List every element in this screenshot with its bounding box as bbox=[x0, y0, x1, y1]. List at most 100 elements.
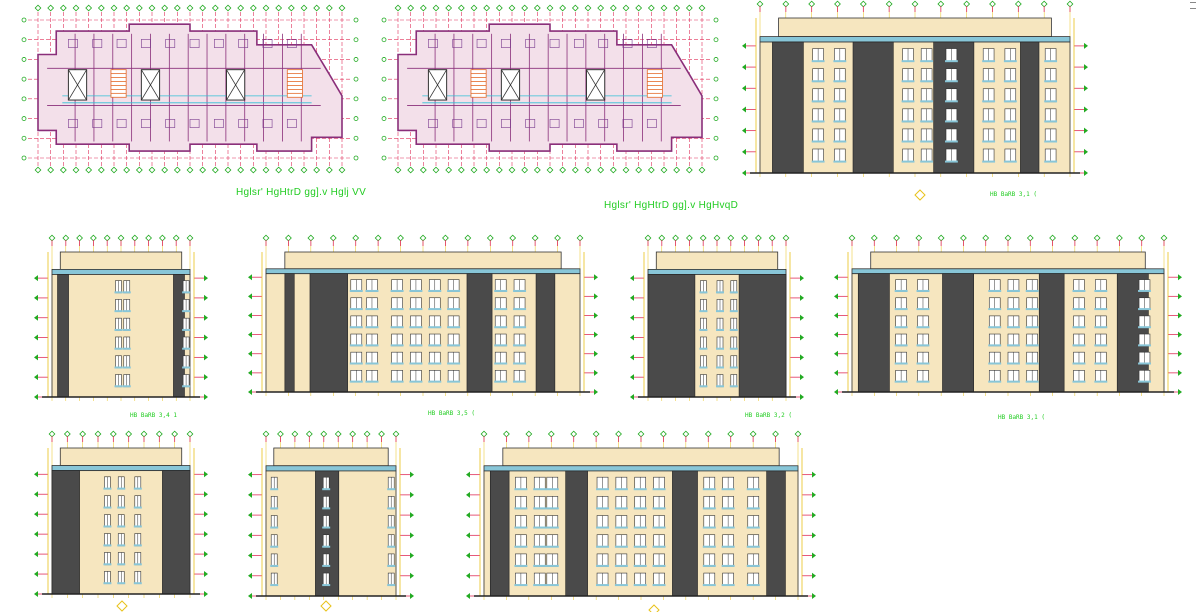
elevation-2-caption: HB BaRB 3,4 1 bbox=[130, 412, 177, 419]
balcony-rail bbox=[982, 160, 996, 163]
balcony-rail bbox=[894, 380, 908, 383]
level-marker bbox=[248, 552, 252, 559]
roof-slab bbox=[647, 268, 787, 275]
grid-bubble-marker bbox=[186, 166, 194, 174]
level-marker bbox=[834, 331, 838, 338]
grid-bubble-marker bbox=[159, 234, 166, 242]
balcony-rail bbox=[103, 544, 112, 547]
balcony-rail bbox=[1138, 362, 1151, 365]
grid-bubble-marker bbox=[211, 4, 219, 12]
grid-bubble-marker bbox=[794, 430, 802, 438]
grid-bubble-marker bbox=[749, 430, 757, 438]
lift-cross bbox=[428, 69, 447, 101]
grid-bubble-marker bbox=[713, 135, 719, 141]
grid-bubble-marker bbox=[989, 0, 996, 8]
grid-bubble-marker bbox=[704, 430, 712, 438]
balcony-rail bbox=[901, 140, 915, 143]
balcony-rail bbox=[1138, 289, 1151, 292]
balcony-rail bbox=[409, 362, 423, 365]
grid-bubble-marker bbox=[432, 4, 440, 12]
grid-bubble-marker bbox=[1138, 234, 1146, 242]
grid-bubble-marker bbox=[338, 166, 346, 174]
balcony-rail bbox=[596, 564, 610, 567]
balcony-rail bbox=[988, 362, 1002, 365]
window-settings-icon[interactable] bbox=[1186, 0, 1198, 14]
balcony-rail bbox=[716, 310, 724, 313]
grid-bubble-marker bbox=[592, 430, 600, 438]
balcony-rail bbox=[122, 291, 131, 294]
balcony-rail bbox=[1003, 100, 1017, 103]
grid-bubble-marker bbox=[531, 234, 539, 242]
level-marker bbox=[34, 511, 38, 518]
dark-cladding bbox=[766, 470, 786, 597]
grid-bubble-marker bbox=[277, 430, 284, 438]
balcony-rail bbox=[270, 526, 279, 529]
floor-plan-2 bbox=[381, 4, 719, 174]
balcony-rail bbox=[811, 140, 825, 143]
balcony-rail bbox=[447, 326, 461, 329]
balcony-rail bbox=[833, 80, 847, 83]
grid-bubble-marker bbox=[685, 166, 693, 174]
furniture bbox=[165, 119, 176, 128]
elevation-1 bbox=[742, 0, 1088, 177]
balcony-rail bbox=[1007, 326, 1020, 329]
balcony-rail bbox=[811, 160, 825, 163]
level-marker bbox=[800, 354, 804, 361]
balcony-rail bbox=[322, 507, 331, 510]
grid-bubble-marker bbox=[148, 166, 156, 174]
furniture bbox=[68, 119, 78, 128]
dark-cladding bbox=[672, 470, 698, 597]
level-marker bbox=[466, 491, 470, 498]
level-marker bbox=[34, 571, 38, 578]
grid-bubble-marker bbox=[509, 234, 517, 242]
balcony-rail bbox=[387, 526, 396, 529]
grid-bubble-marker bbox=[571, 166, 579, 174]
grid-bubble-marker bbox=[320, 430, 328, 438]
grid-bubble-marker bbox=[381, 76, 387, 82]
balcony-rail bbox=[945, 100, 958, 103]
grid-bubble-marker bbox=[394, 4, 402, 12]
balcony-rail bbox=[920, 120, 934, 123]
grid-bubble-marker bbox=[1040, 0, 1048, 8]
balcony-rail bbox=[721, 545, 735, 548]
balcony-rail bbox=[894, 326, 908, 329]
dark-cladding bbox=[1038, 273, 1065, 393]
balcony-rail bbox=[114, 310, 123, 313]
balcony-rail bbox=[428, 326, 442, 329]
grid-bubble-marker bbox=[325, 4, 333, 12]
grid-bubble-marker bbox=[353, 116, 359, 121]
grid-bubble-marker bbox=[48, 234, 56, 242]
level-marker bbox=[800, 394, 804, 400]
level-marker bbox=[34, 591, 38, 597]
balcony-rail bbox=[447, 289, 461, 292]
balcony-rail bbox=[182, 347, 191, 350]
balcony-rail bbox=[920, 60, 934, 63]
balcony-rail bbox=[514, 488, 528, 491]
level-marker bbox=[204, 551, 208, 558]
level-marker bbox=[800, 374, 804, 381]
north-arrow-icon bbox=[914, 189, 926, 201]
level-marker bbox=[742, 64, 746, 71]
balcony-rail bbox=[894, 362, 908, 365]
level-marker bbox=[834, 369, 838, 376]
level-marker bbox=[630, 354, 634, 361]
balcony-rail bbox=[349, 362, 363, 365]
level-marker bbox=[204, 491, 208, 498]
balcony-rail bbox=[428, 308, 442, 311]
grid-bubble-marker bbox=[352, 234, 360, 242]
balcony-rail bbox=[1138, 308, 1151, 311]
level-marker bbox=[248, 512, 252, 519]
grid-bubble-marker bbox=[300, 166, 308, 174]
balcony-rail bbox=[182, 328, 191, 331]
grid-bubble-marker bbox=[741, 234, 748, 242]
balcony-rail bbox=[633, 545, 647, 548]
balcony-rail bbox=[699, 366, 708, 369]
balcony-rail bbox=[122, 385, 131, 388]
level-marker bbox=[466, 593, 470, 599]
level-marker bbox=[1084, 106, 1088, 113]
balcony-rail bbox=[1072, 344, 1086, 347]
level-marker bbox=[834, 350, 838, 357]
balcony-rail bbox=[614, 584, 628, 587]
balcony-rail bbox=[1003, 160, 1017, 163]
balcony-rail bbox=[103, 563, 112, 566]
